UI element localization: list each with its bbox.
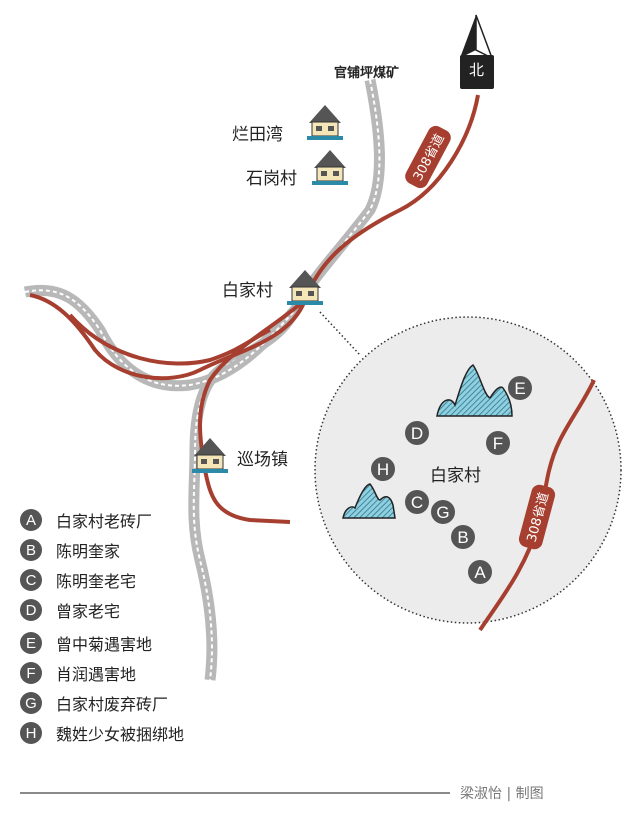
legend-label: 白家村废弃砖厂: [56, 695, 169, 714]
legend-item: H 魏姓少女被捆绑地: [20, 718, 184, 748]
legend-item: C 陈明奎老宅: [20, 565, 184, 595]
provincial-road-308: [29, 94, 480, 524]
legend-item: B 陈明奎家: [20, 535, 184, 565]
legend-marker: A: [20, 509, 42, 531]
marker-B: B: [451, 525, 475, 549]
mountain-icon: [436, 363, 513, 417]
credit: 梁淑怡 | 制图: [460, 786, 544, 802]
house-icon: [312, 150, 348, 185]
legend-marker: G: [20, 692, 42, 714]
marker-C: C: [405, 490, 429, 514]
marker-H: H: [371, 457, 395, 481]
legend-item: A 白家村老砖厂: [20, 505, 184, 535]
legend-item: F 肖润遇害地: [20, 658, 184, 688]
legend-item: D 曾家老宅: [20, 595, 184, 625]
house-icon: [287, 270, 323, 305]
inset-markers: AB C D E F G H: [371, 376, 532, 584]
marker-letter: D: [411, 424, 423, 443]
legend: A 白家村老砖厂 B 陈明奎家 C 陈明奎老宅 D 曾家老宅 E 曾中菊遇害地 F 肖润遇害地 G 白家村…: [20, 505, 184, 748]
legend-label: 曾家老宅: [56, 602, 121, 621]
legend-marker: D: [20, 599, 42, 621]
inset-road-badge-308: 308省道: [518, 484, 556, 550]
marker-E: E: [508, 376, 532, 400]
legend-label: 肖润遇害地: [56, 665, 137, 684]
marker-D: D: [405, 421, 429, 445]
north-badge: [460, 55, 494, 89]
mine-label: 官铺坪煤矿: [334, 66, 400, 81]
marker-letter: E: [514, 379, 525, 398]
place-shigang: 石岗村: [246, 169, 297, 189]
inset-village-label: 白家村: [430, 466, 481, 486]
legend-label: 陈明奎家: [56, 542, 121, 561]
legend-marker: H: [20, 722, 42, 744]
marker-letter: G: [436, 503, 449, 522]
inset-connector: [319, 311, 361, 356]
legend-label: 白家村老砖厂: [56, 512, 153, 531]
mountain-icon: [342, 483, 396, 519]
marker-A: A: [468, 560, 492, 584]
legend-item: E 曾中菊遇害地: [20, 628, 184, 658]
legend-label: 曾中菊遇害地: [56, 635, 153, 654]
place-lantianwan: 烂田湾: [232, 125, 283, 145]
legend-label: 陈明奎老宅: [56, 572, 137, 591]
legend-marker: E: [20, 632, 42, 654]
marker-letter: B: [457, 528, 468, 547]
marker-letter: A: [474, 563, 486, 582]
legend-label: 魏姓少女被捆绑地: [56, 725, 185, 744]
road-badge-308: 308省道: [405, 125, 451, 189]
marker-F: F: [486, 431, 510, 455]
place-baijia: 白家村: [222, 281, 273, 301]
legend-marker: C: [20, 569, 42, 591]
inset-circle: [314, 316, 622, 624]
north-label: 北: [469, 61, 485, 79]
marker-letter: C: [411, 493, 423, 512]
house-icon: [192, 438, 228, 473]
legend-marker: F: [20, 662, 42, 684]
legend-marker: B: [20, 539, 42, 561]
place-xunchang: 巡场镇: [237, 450, 288, 470]
marker-letter: H: [377, 460, 389, 479]
marker-G: G: [431, 500, 455, 524]
house-icons: [192, 105, 348, 473]
legend-item: G 白家村废弃砖厂: [20, 688, 184, 718]
marker-letter: F: [493, 434, 503, 453]
house-icon: [307, 105, 343, 140]
